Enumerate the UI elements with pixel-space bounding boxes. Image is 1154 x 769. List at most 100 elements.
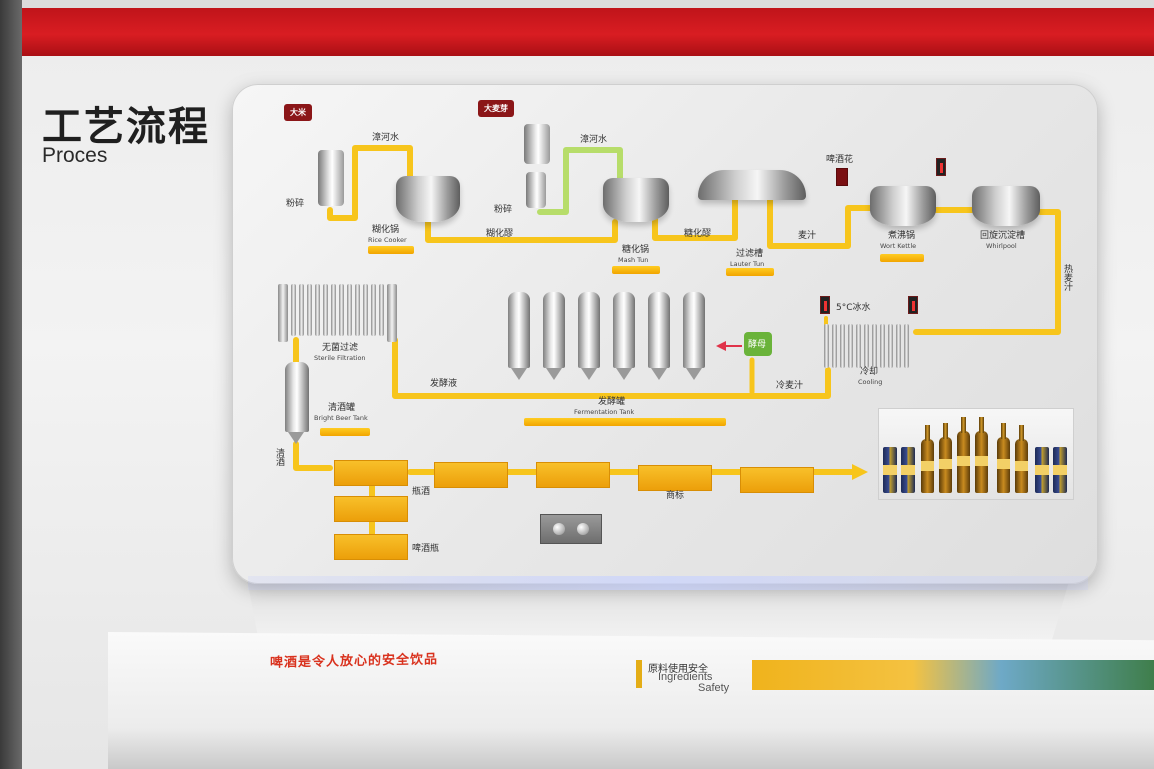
yeast-weight-icon [744,332,772,356]
packaging-stage-6 [334,496,408,522]
trademark-label: 商标 [666,491,685,501]
whirlpool-vessel [972,186,1040,226]
mash-tun-plate [612,266,660,274]
board-light-strip [248,576,1088,590]
packaging-stage-3 [536,462,610,488]
malt-hopper [524,124,550,164]
mash-tun-label-cn: 糖化锅 [622,245,650,255]
beer-can-4 [1053,447,1067,493]
rice-cooker-vessel [396,176,460,222]
beer-bottle-3 [957,417,970,493]
malt-mill [526,172,546,208]
water-label-1: 漳河水 [372,133,400,143]
whirlpool-label-cn: 回旋沉淀槽 [980,231,1026,241]
lauter-label-en: Lauter Tun [730,260,765,268]
rice-sack-icon: 大米 [284,104,312,121]
packaging-stage-5 [740,467,814,493]
mash-tun-label-en: Mash Tun [618,256,649,264]
yeast-label: 酵母 [748,340,767,350]
rice-mill [318,150,344,206]
crush-label-2: 粉碎 [494,205,513,215]
fermentation-tank-4 [613,292,635,380]
cooling-label-en: Cooling [858,378,883,386]
arrow-right-icon [852,464,868,480]
cooling-tubes [824,324,909,368]
wort-kettle-label-cn: 煮沸锅 [888,231,916,241]
fermentation-tank-3 [578,292,600,380]
wort-kettle-plate [880,254,924,262]
control-knob-left[interactable] [553,523,565,535]
ice-water-label: 5°C冰水 [836,303,871,313]
ingredient-info-panel [752,660,1154,690]
control-knob-right[interactable] [577,523,589,535]
ferment-liquid-label: 发酵液 [430,379,458,389]
hops-label: 啤酒花 [826,155,854,165]
lauter-plate [726,268,774,276]
display-counter [108,632,1154,769]
hot-wort-label: 热麦汁 [1064,265,1074,293]
rice-cooker-label-cn: 糊化锅 [372,225,400,235]
thermometer-icon [908,296,918,314]
beer-can-2 [901,447,915,493]
malt-sack-icon: 大麦芽 [478,100,514,117]
sterile-label-cn: 无菌过滤 [322,343,359,353]
sterile-filter-tubes [278,284,397,342]
fermentation-tank-6 [683,292,705,380]
bright-tank-plate [320,428,370,436]
ferment-tank-label-cn: 发酵罐 [598,397,626,407]
clear-beer-label: 清酒 [276,449,286,468]
bright-beer-tank [285,362,309,444]
bright-tank-label-cn: 清酒罐 [328,403,356,413]
wort-label: 麦汁 [798,231,817,241]
wort-kettle-label-en: Wort Kettle [880,242,917,250]
water-label-2: 漳河水 [580,135,608,145]
process-heading-cn: 工艺流程 [42,104,210,150]
packaging-stage-7 [334,534,408,560]
lauter-tun-vessel [698,170,806,200]
rice-cooker-plate [368,246,414,254]
ingredient-title-en-1: Ingredients [658,671,713,683]
packaging-stage-1 [334,460,408,486]
beer-bottle-2 [939,423,952,493]
ingredient-accent-bar [636,660,642,688]
thermometer-icon [936,158,946,176]
beer-can-3 [1035,447,1049,493]
whirlpool-label-en: Whirlpool [986,242,1017,250]
fermentation-plate [524,418,726,426]
crush-label-1: 粉碎 [286,199,305,209]
wort-kettle-vessel [870,186,936,226]
beer-bottle-4 [975,417,988,493]
mash-liquid-label-2: 糖化醪 [684,229,712,239]
ingredient-title-en-2: Safety [698,682,730,694]
lauter-label-cn: 过滤槽 [736,249,764,259]
beer-bottle-label: 啤酒瓶 [412,544,440,554]
beer-bottle-1 [921,425,934,493]
beer-bottle-6 [1015,425,1028,493]
product-display-panel [878,408,1074,500]
mash-liquid-label-1: 糊化醪 [486,229,514,239]
yeast-arrow-icon [716,341,726,351]
rice-cooker-label-en: Rice Cooker [368,236,407,244]
thermometer-icon [820,296,830,314]
red-decor-band [20,8,1154,56]
cooling-label-cn: 冷却 [860,367,879,377]
ferment-tank-label-en: Fermentation Tank [574,408,635,416]
ingredient-title-cn: 原料使用安全 [648,664,708,675]
process-heading-en: Proces [42,144,108,167]
beer-can-1 [883,447,897,493]
fermentation-tank-1 [508,292,530,380]
cold-wort-label: 冷麦汁 [776,381,804,391]
sterile-label-en: Sterile Filtration [314,354,366,362]
packaging-stage-4 [638,465,712,491]
mash-tun-vessel [603,178,669,222]
packaging-stage-2 [434,462,508,488]
fermentation-tank-5 [648,292,670,380]
control-switch-panel[interactable] [540,514,602,544]
fermentation-tank-2 [543,292,565,380]
bright-tank-label-en: Bright Beer Tank [314,414,368,422]
left-pillar [0,0,22,769]
hops-box [836,168,848,186]
bottle-wash-label: 瓶酒 [412,487,431,497]
beer-bottle-5 [997,423,1010,493]
